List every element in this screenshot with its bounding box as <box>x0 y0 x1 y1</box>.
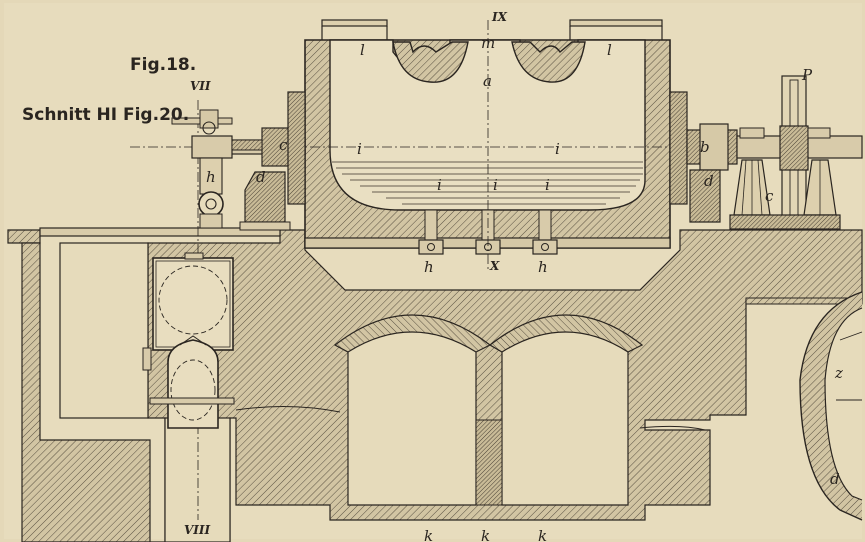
label-h-bottom1: h <box>424 258 434 276</box>
label-z: z <box>834 364 843 382</box>
pump-wheel <box>198 191 224 217</box>
drain-valve <box>418 209 444 255</box>
label-h-left: h <box>206 168 216 186</box>
label-l-left: l <box>360 41 365 59</box>
label-section-left-bottom: VIII <box>184 523 211 537</box>
label-d-right: d <box>704 172 714 190</box>
label-p: P <box>801 66 813 84</box>
label-a: a <box>483 72 492 90</box>
label-section-left-top: VII <box>190 79 211 93</box>
label-k2: k <box>481 527 490 542</box>
lower-tank <box>142 252 235 429</box>
label-k1: k <box>424 527 433 542</box>
label-b: b <box>700 138 710 156</box>
label-i-right: i <box>555 140 560 158</box>
label-m: m <box>481 34 495 52</box>
label-d-far: d <box>830 470 840 488</box>
label-c-right: c <box>765 187 774 205</box>
label-section-top: IX <box>491 10 508 24</box>
label-l-right: l <box>607 41 612 59</box>
reference-labels: IX X VII VIII m a l l i i i i i c c b d … <box>184 10 843 542</box>
label-h-bottom2: h <box>538 258 548 276</box>
label-c-left: c <box>279 136 288 154</box>
pump-assembly <box>171 100 263 520</box>
drain-valve <box>532 209 558 255</box>
partial-section-right <box>799 291 863 521</box>
label-i-left: i <box>357 140 362 158</box>
captions: Fig.18. Schnitt HI Fig.20. <box>22 55 196 125</box>
label-section-bottom: X <box>489 259 500 273</box>
floor-plate-left <box>39 227 281 237</box>
figure-caption: Fig.18. <box>130 55 196 75</box>
label-i-mid3: i <box>545 176 550 194</box>
label-i-mid2: i <box>493 176 498 194</box>
drain-valves <box>418 209 558 255</box>
section-caption: Schnitt HI Fig.20. <box>22 105 189 125</box>
label-i-mid1: i <box>437 176 442 194</box>
label-d-left: d <box>256 168 266 186</box>
label-k3: k <box>538 527 547 542</box>
